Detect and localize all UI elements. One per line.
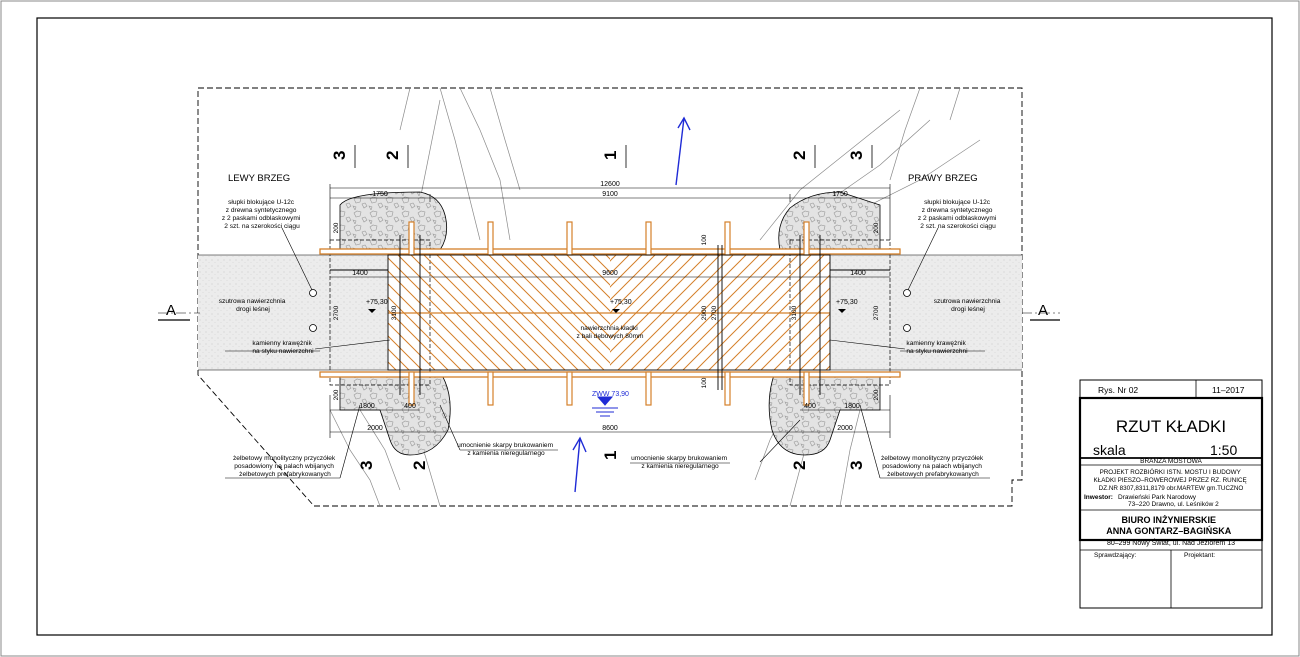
project-text: PROJEKT ROZBIÓRKI ISTN. MOSTU I BUDOWY K… bbox=[1094, 467, 1249, 492]
note-slope-left: umocnienie skarpy brukowaniem z kamienia… bbox=[457, 442, 555, 457]
dim-top-mid: 9100 bbox=[602, 191, 618, 198]
dim-v-2700-mid: 2700 bbox=[711, 305, 718, 320]
riprap-left-bottom bbox=[339, 371, 451, 456]
section-1-bot: 1 bbox=[601, 451, 620, 460]
water-level-label: ZWW 73,90 bbox=[592, 391, 629, 398]
dim-v-100-b: 100 bbox=[701, 377, 708, 388]
note-slope-right: umocnienie skarpy brukowaniem z kamienia… bbox=[631, 455, 729, 470]
dim-v-2700-r: 2700 bbox=[873, 305, 880, 320]
dim-inner-left: 1400 bbox=[352, 270, 368, 277]
dim-top-right: 1750 bbox=[832, 191, 848, 198]
section-a-left: A bbox=[166, 302, 176, 319]
section-2-top-left: 2 bbox=[383, 151, 402, 160]
dim-inner-right: 1400 bbox=[850, 270, 866, 277]
note-pile-right: żelbetowy monolityczny przyczółek posado… bbox=[881, 455, 985, 478]
site-boundary bbox=[197, 87, 1023, 507]
dim-v-2900: 2900 bbox=[701, 305, 708, 320]
level-deck-right: +75,30 bbox=[836, 299, 858, 306]
railing-beam-top bbox=[319, 248, 901, 255]
note-pile-left: żelbetowy monolityczny przyczółek posado… bbox=[233, 455, 337, 478]
riprap-left-top bbox=[339, 191, 448, 251]
note-posts-right: słupki blokujące U-12c z drewna syntetyc… bbox=[918, 199, 998, 230]
dim-inner-mid: 9600 bbox=[602, 270, 618, 277]
level-deck-left: +75,30 bbox=[366, 299, 388, 306]
riprap-right-bottom bbox=[768, 371, 881, 456]
checked-by-label: Sprawdzający: bbox=[1094, 552, 1136, 559]
section-2-top-right: 2 bbox=[790, 151, 809, 160]
branch-label: BRANŻA MOSTOWA bbox=[1140, 456, 1202, 465]
section-2-bot-right: 2 bbox=[790, 461, 809, 470]
deck-outline bbox=[387, 254, 831, 371]
dim-bot-right-2000: 2000 bbox=[837, 425, 853, 432]
dim-v-200-tr: 200 bbox=[873, 222, 880, 233]
dim-bot-right-400: 400 bbox=[804, 403, 816, 410]
drawing-title: RZUT KŁADKI bbox=[1116, 417, 1226, 436]
section-3-top-right: 3 bbox=[847, 151, 866, 160]
dim-bot-left-2000: 2000 bbox=[367, 425, 383, 432]
note-curb-right: kamienny krawężnik na styku nawierzchni bbox=[906, 340, 968, 355]
railing-beam-bottom bbox=[319, 371, 901, 378]
investor-label: Inwestor: bbox=[1084, 494, 1113, 501]
designer-label: Projektant: bbox=[1184, 552, 1215, 559]
sheet-number: Rys. Nr 02 bbox=[1098, 385, 1138, 395]
note-curb-left: kamienny krawężnik na styku nawierzchni bbox=[252, 340, 314, 355]
title-block bbox=[1078, 379, 1264, 609]
section-a-line bbox=[158, 312, 1060, 321]
flow-arrows bbox=[572, 116, 691, 493]
section-3-top-left: 3 bbox=[330, 151, 349, 160]
left-bank-label: LEWY BRZEG bbox=[228, 173, 290, 184]
dim-bot-left-1800: 1800 bbox=[359, 403, 375, 410]
note-gravel-left: szutrowa nawierzchnia drogi leśnej bbox=[219, 298, 288, 313]
section-2-bot-left: 2 bbox=[410, 461, 429, 470]
water-level-symbol bbox=[592, 396, 618, 417]
note-deck: nawierzchnia kładki z bali dębowych 80mm bbox=[576, 325, 644, 340]
dim-bot-right-1800: 1800 bbox=[844, 403, 860, 410]
investor-text: Drawieński Park Narodowy 73–220 Drawno, … bbox=[1118, 494, 1219, 508]
railing-posts bbox=[408, 221, 810, 406]
bollards bbox=[309, 289, 911, 332]
office-text: BIURO INŻYNIERSKIE ANNA GONTARZ–BAGIŃSKA… bbox=[1106, 510, 1235, 547]
note-posts-left: słupki blokujące U-12c z drewna syntetyc… bbox=[222, 199, 302, 230]
dim-v-100-t: 100 bbox=[701, 234, 708, 245]
sheet-date: 11–2017 bbox=[1212, 385, 1245, 395]
dim-top-overall: 12600 bbox=[600, 181, 620, 188]
section-a-right: A bbox=[1038, 302, 1048, 319]
right-bank-label: PRAWY BRZEG bbox=[908, 173, 978, 184]
note-gravel-right: szutrowa nawierzchnia drogi leśnej bbox=[934, 298, 1003, 313]
dim-v-3100-l: 3100 bbox=[391, 305, 398, 320]
drawing-border bbox=[36, 17, 1273, 636]
scale-label: skala bbox=[1093, 442, 1126, 458]
dim-v-2700-l: 2700 bbox=[333, 305, 340, 320]
level-deck-mid: +75,30 bbox=[610, 299, 632, 306]
riprap-right-top bbox=[778, 191, 881, 251]
section-1-top: 1 bbox=[601, 151, 620, 160]
dim-v-3100-r: 3100 bbox=[791, 305, 798, 320]
dim-v-200-br: 200 bbox=[873, 389, 880, 400]
dim-v-200-tl: 200 bbox=[333, 222, 340, 233]
dim-bot-left-400: 400 bbox=[404, 403, 416, 410]
dim-top-left: 1750 bbox=[372, 191, 388, 198]
section-3-bot-right: 3 bbox=[847, 461, 866, 470]
dim-bot-mid: 8600 bbox=[602, 425, 618, 432]
scale-value: 1:50 bbox=[1210, 442, 1237, 458]
dim-v-200-bl: 200 bbox=[333, 389, 340, 400]
section-3-bot-left: 3 bbox=[357, 461, 376, 470]
